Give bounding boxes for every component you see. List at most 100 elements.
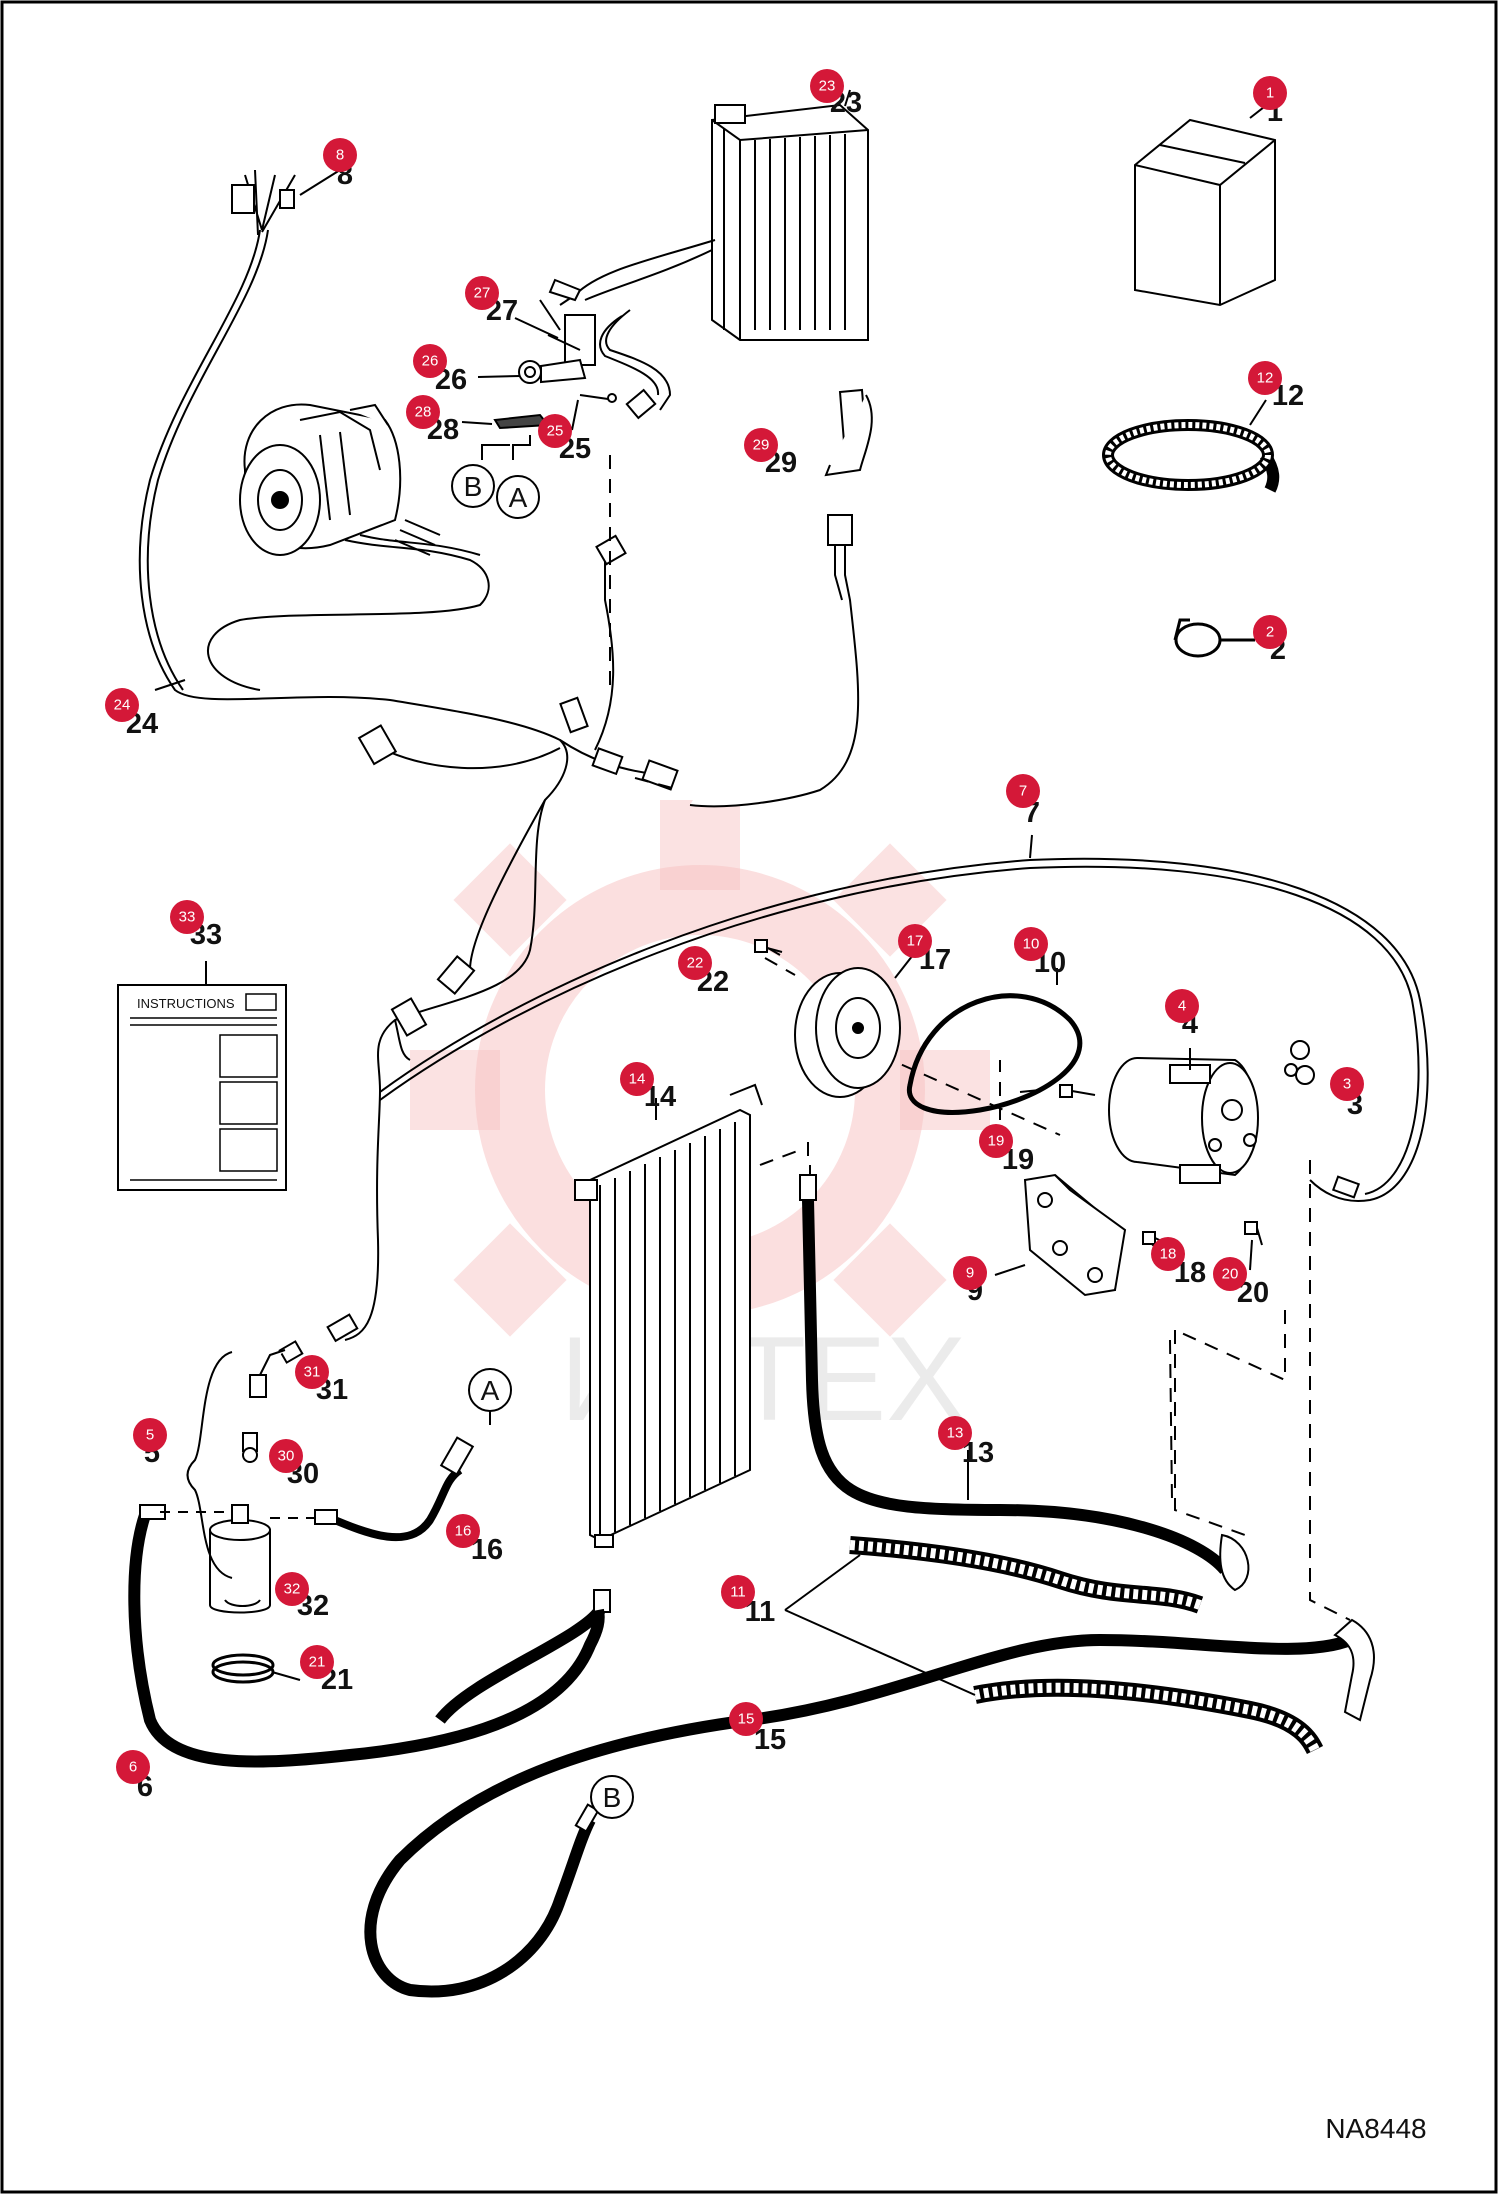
callout-marker[interactable]	[300, 1645, 334, 1679]
callout-marker[interactable]	[1165, 989, 1199, 1023]
callout-marker[interactable]	[729, 1702, 763, 1736]
callout-marker[interactable]	[1253, 615, 1287, 649]
callout-marker-number: 28	[415, 404, 432, 421]
bracket-bolts	[1059, 1084, 1263, 1246]
ref-circle-a-bottom: A	[468, 1368, 512, 1412]
callout-marker-number: 33	[179, 909, 196, 926]
compressor	[1108, 1057, 1259, 1184]
callout-marker[interactable]	[465, 276, 499, 310]
callout-marker[interactable]	[269, 1439, 303, 1473]
callout-marker[interactable]	[406, 395, 440, 429]
o-ring	[1284, 1040, 1315, 1085]
callout-marker[interactable]	[1330, 1067, 1364, 1101]
discharge-hose-fittings	[799, 1174, 1250, 1592]
callout-marker-number: 17	[907, 933, 924, 950]
callout-marker[interactable]	[538, 414, 572, 448]
condenser-outlet-fitting	[593, 1589, 611, 1613]
callout-marker-number: 14	[629, 1071, 646, 1088]
callout-marker-number: 24	[114, 697, 131, 714]
callout-marker-number: 19	[988, 1133, 1005, 1150]
callout-marker-number: 32	[284, 1581, 301, 1598]
callout-marker[interactable]	[938, 1416, 972, 1450]
svg-text:A: A	[481, 1375, 500, 1406]
callout-marker[interactable]	[1213, 1257, 1247, 1291]
callout-marker-number: 27	[474, 285, 491, 302]
insulation-sleeves-texture	[849, 1540, 1320, 1753]
callout-marker[interactable]	[275, 1572, 309, 1606]
callout-marker-number: 3	[1343, 1076, 1351, 1093]
callout-marker[interactable]	[979, 1124, 1013, 1158]
discharge-hose	[802, 1199, 1230, 1575]
callout-marker-number: 2	[1266, 624, 1274, 641]
callout-marker[interactable]	[413, 344, 447, 378]
blower-motor	[239, 403, 402, 556]
drive-belt	[906, 993, 1083, 1115]
callout-marker-number: 6	[129, 1759, 137, 1776]
drier-to-valve-fittings	[314, 1436, 475, 1525]
pressure-switch-harness	[689, 388, 873, 808]
svg-text:B: B	[603, 1782, 622, 1813]
leader-lines-11	[784, 1554, 976, 1696]
filter-box	[1134, 118, 1276, 307]
mounting-bracket	[1023, 1173, 1127, 1297]
ref-circle-b-bottom: B	[590, 1775, 634, 1819]
callout-marker-number: 11	[730, 1584, 746, 1601]
callout-marker[interactable]	[721, 1575, 755, 1609]
instructions-card: INSTRUCTIONS	[117, 961, 287, 1191]
condenser	[574, 1083, 763, 1548]
compressor-harness-connector	[1331, 1175, 1361, 1199]
callout-marker-number: 26	[422, 353, 439, 370]
expansion-valve	[493, 278, 617, 430]
group-brace	[186, 1351, 233, 1579]
callout-marker[interactable]	[116, 1750, 150, 1784]
callout-marker[interactable]	[133, 1418, 167, 1452]
callout-marker-number: 5	[146, 1427, 154, 1444]
drier-switches	[242, 1349, 286, 1463]
ref-circle-b-top: B	[451, 464, 495, 508]
suction-hose-fittings	[574, 1618, 1375, 1833]
callout-marker[interactable]	[1006, 774, 1040, 808]
callout-marker[interactable]	[1253, 76, 1287, 110]
hose-coil-inner	[1105, 422, 1271, 488]
condenser-outlet-line	[435, 1606, 605, 1724]
callout-marker[interactable]	[105, 688, 139, 722]
wire-harness	[138, 169, 661, 1341]
leader-lines-misc	[154, 89, 1274, 1500]
callout-marker[interactable]	[446, 1514, 480, 1548]
callout-marker-number: 20	[1222, 1266, 1239, 1283]
callout-marker-number: 9	[966, 1265, 974, 1282]
callout-marker-number: 8	[336, 147, 344, 164]
callout-marker[interactable]	[323, 138, 357, 172]
callout-marker-number: 1	[1266, 85, 1274, 102]
callout-marker-number: 13	[947, 1425, 964, 1442]
callout-marker[interactable]	[953, 1256, 987, 1290]
callout-marker[interactable]	[295, 1355, 329, 1389]
svg-text:B: B	[464, 471, 483, 502]
callout-marker-number: 25	[547, 423, 564, 440]
callout-marker[interactable]	[678, 946, 712, 980]
pulley-bolt	[754, 939, 783, 953]
callout-marker[interactable]	[1151, 1237, 1185, 1271]
callout-marker[interactable]	[898, 924, 932, 958]
callout-marker-number: 10	[1023, 936, 1040, 953]
callout-marker-number: 22	[687, 955, 704, 972]
compressor-harness	[379, 857, 1429, 1202]
dashed-routes	[609, 455, 1351, 1621]
suction-hose	[364, 1633, 1353, 1998]
callout-marker[interactable]	[810, 69, 844, 103]
hose-clamp	[1173, 618, 1255, 658]
ref-circle-a-top: A	[496, 475, 540, 519]
callout-marker[interactable]	[1248, 361, 1282, 395]
callout-marker[interactable]	[1014, 927, 1048, 961]
callout-marker-number: 29	[753, 437, 770, 454]
callout-marker[interactable]	[620, 1062, 654, 1096]
callout-marker-number: 16	[455, 1523, 472, 1540]
callout-marker-number: 31	[304, 1364, 321, 1381]
document-id: NA8448	[1325, 2113, 1426, 2144]
evaporator-core	[711, 103, 869, 341]
callout-marker[interactable]	[744, 428, 778, 462]
svg-text:A: A	[509, 482, 528, 513]
callout-marker[interactable]	[170, 900, 204, 934]
